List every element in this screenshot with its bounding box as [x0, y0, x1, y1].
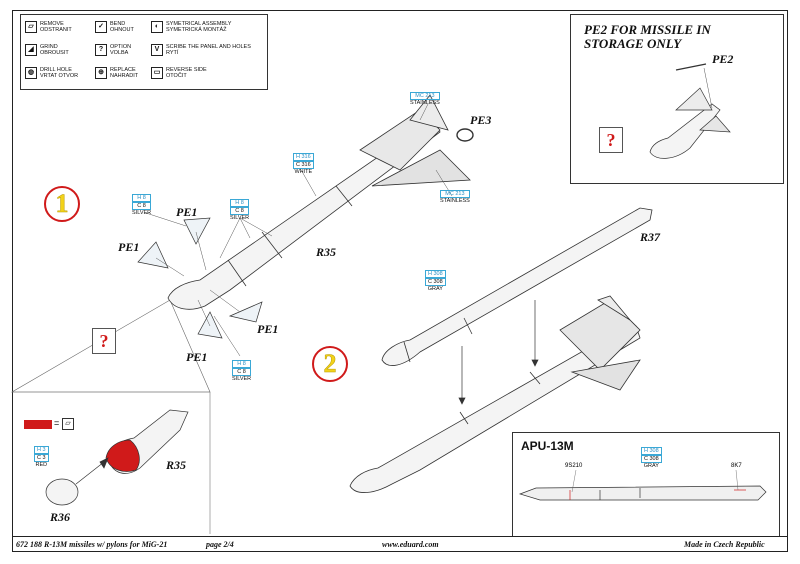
option-question-icon: ? — [599, 127, 623, 153]
assembly-arrows — [458, 300, 539, 405]
apu-title: APU-13M — [521, 439, 574, 453]
pe3-ring — [456, 128, 474, 142]
replace-icon: ⊕ — [95, 67, 107, 79]
grind-icon: ◢ — [25, 44, 37, 56]
instruction-sheet — [12, 10, 788, 552]
r37-missile — [381, 207, 653, 366]
footer-bar: 672 188 R-13M missiles w/ pylons for MiG… — [12, 536, 788, 553]
footer-website[interactable]: www.eduard.com — [382, 540, 439, 549]
pe2-inset-drawing — [649, 63, 731, 159]
option-icon: ? — [95, 44, 107, 56]
step-1-badge: 1 — [44, 186, 80, 222]
pe2-inset: PE2 FOR MISSILE IN STORAGE ONLY ? — [570, 14, 784, 184]
footer-page: page 2/4 — [206, 540, 234, 549]
footer-made-in: Made in Czech Republic — [684, 540, 765, 549]
seeker-detail — [45, 409, 189, 506]
r35-label: R35 — [316, 245, 337, 259]
symmetrical-icon: ◐ — [151, 21, 163, 33]
apu-part-8k7: 8K7 — [731, 463, 742, 469]
detail-option-question-icon: ? — [92, 328, 116, 354]
drill-icon: ◍ — [25, 67, 37, 79]
r35-missile — [167, 94, 471, 310]
remove-icon: ▱ — [62, 418, 74, 430]
reverse-icon: ▭ — [151, 67, 163, 79]
equals-sign: = — [54, 418, 60, 428]
pe3-label: PE3 — [470, 113, 492, 127]
pe1-label-bottom: PE1 — [186, 350, 208, 364]
apu-part-9s210: 9S210 — [565, 463, 583, 469]
footer-kit-title: 672 188 R-13M missiles w/ pylons for MiG… — [16, 540, 168, 549]
r36-missile-assembly — [349, 295, 641, 493]
r37-label: R37 — [640, 230, 661, 244]
r35-detail-label: R35 — [166, 458, 187, 472]
pe1-leader-lines — [145, 103, 453, 357]
pe2-title-line1: PE2 FOR MISSILE IN — [584, 22, 711, 37]
bend-icon: ✓ — [95, 21, 107, 33]
pe2-title-line2: STORAGE ONLY — [584, 36, 682, 51]
scribe-icon: V — [151, 44, 163, 56]
pe1-label-right: PE1 — [257, 322, 279, 336]
red-swatch — [24, 420, 52, 429]
step-2-badge: 2 — [312, 346, 348, 382]
r36-label: R36 — [50, 510, 71, 524]
pe2-inset-title: PE2 FOR MISSILE IN STORAGE ONLY — [584, 23, 711, 51]
pe1-label-top: PE1 — [176, 205, 198, 219]
pe2-label: PE2 — [712, 52, 734, 66]
remove-icon: ▱ — [25, 21, 37, 33]
apu-pylon-drawing — [518, 469, 767, 501]
pe1-fins — [137, 217, 263, 339]
pe1-label-left: PE1 — [118, 240, 140, 254]
